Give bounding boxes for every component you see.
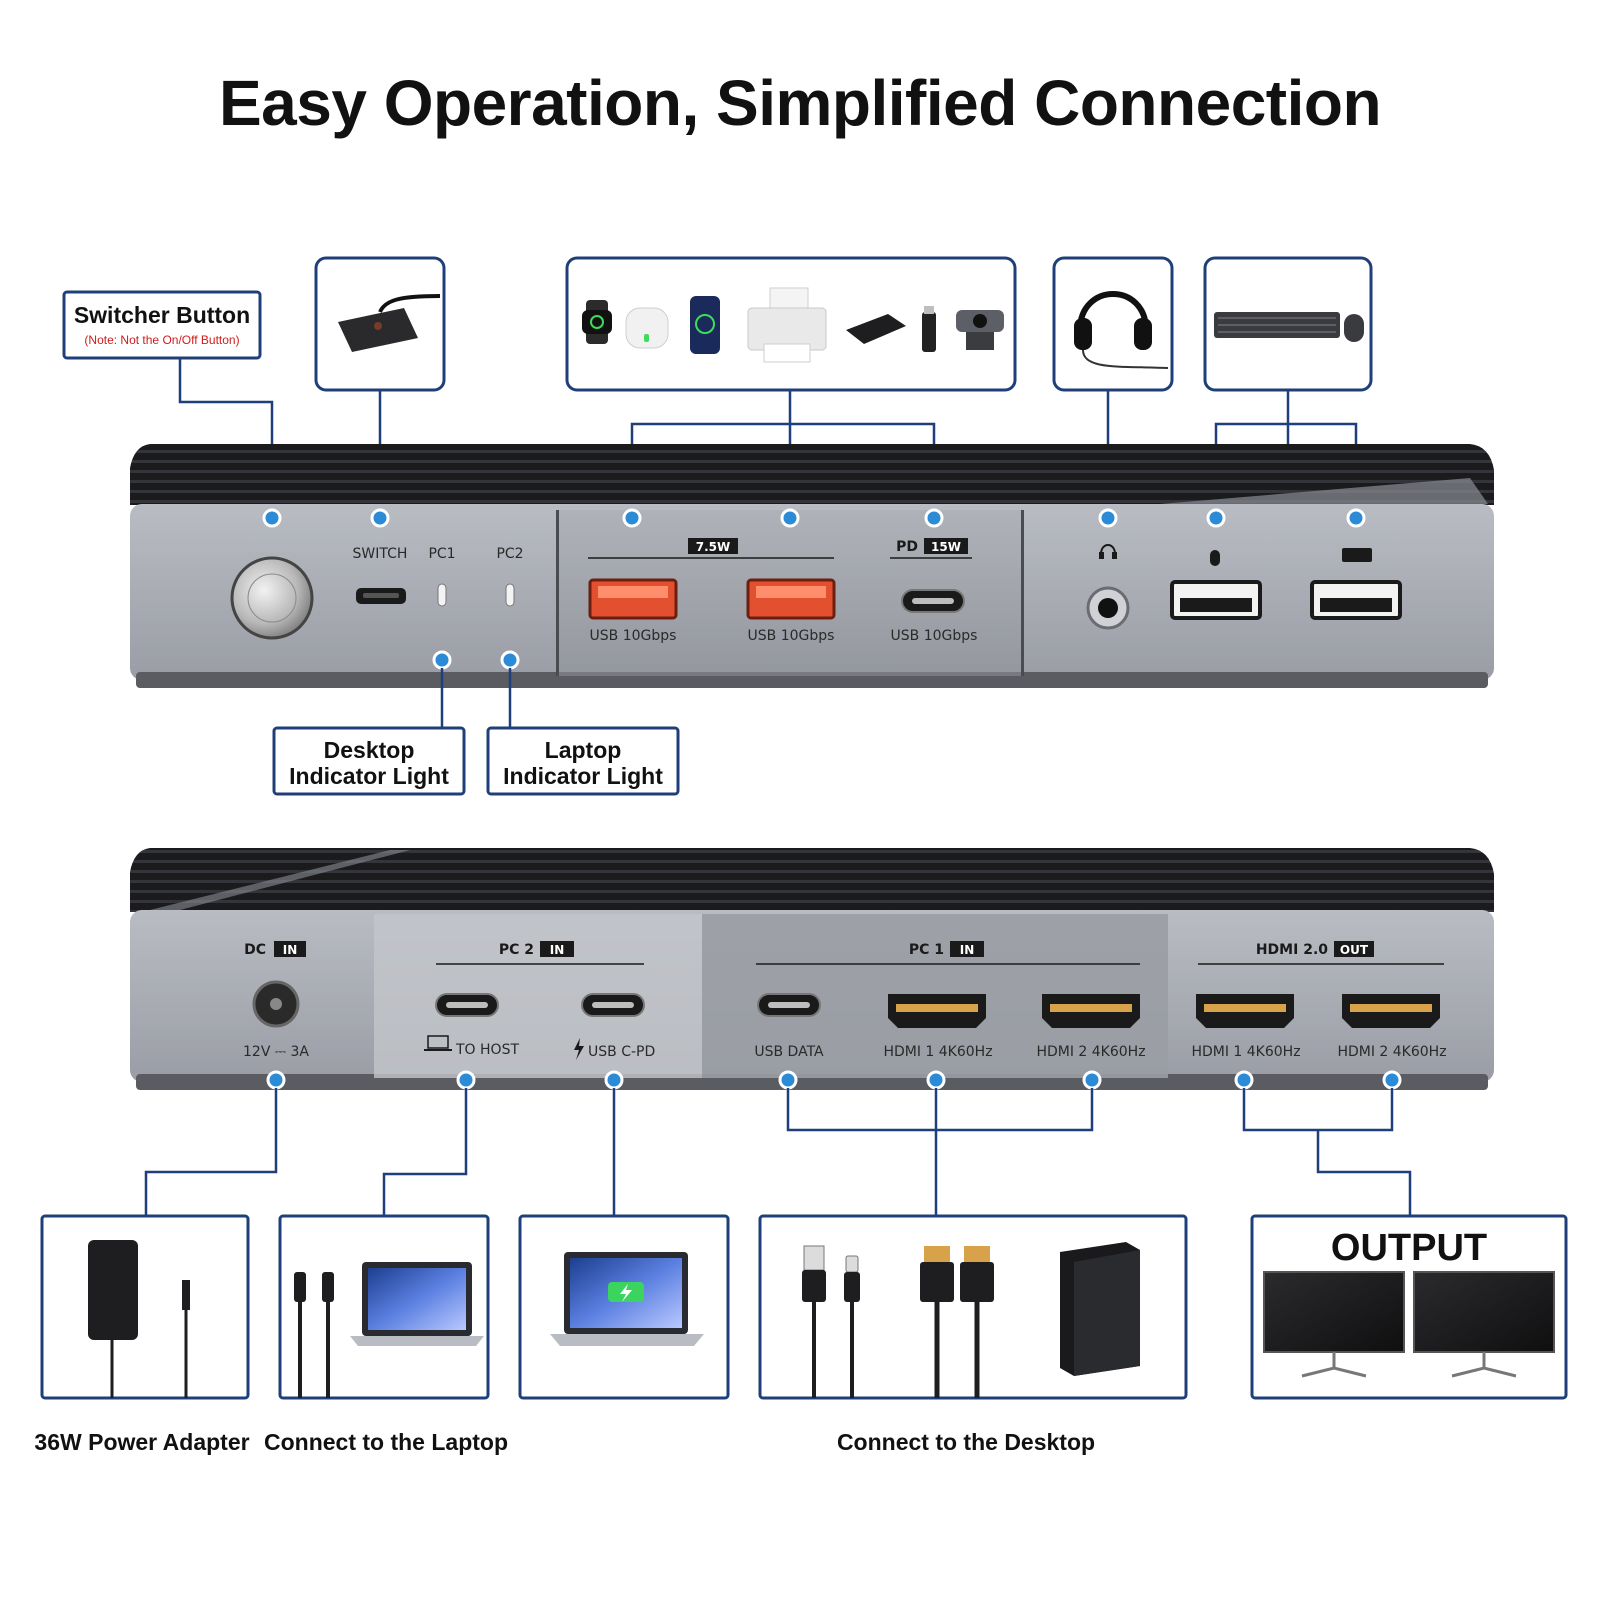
- rear-heatsink-top: [130, 848, 1494, 912]
- power-adapter-box: [40, 1214, 250, 1400]
- pc1-hdmi2-label: HDMI 2 4K60Hz: [1036, 1044, 1145, 1060]
- rear-device: DC IN 12V ⎓ 3A PC 2 IN TO HOST USB C-PD: [130, 848, 1494, 1090]
- smartwatch-icon: [582, 300, 612, 344]
- pd-power-badge: PD 15W: [890, 538, 972, 559]
- connect-desktop-caption: Connect to the Desktop: [837, 1429, 1095, 1455]
- usb-port-1-label: USB 10Gbps: [590, 628, 677, 644]
- wired-switch-callout: [314, 256, 446, 392]
- usb-devices-callout: [565, 256, 1017, 392]
- power-adapter-caption: 36W Power Adapter: [34, 1429, 249, 1455]
- usb-a-power-badge: 7.5W: [588, 538, 834, 559]
- phone-icon: [690, 296, 720, 354]
- dc-in-badge: IN: [283, 943, 298, 957]
- pc1-in-badge: IN: [960, 943, 975, 957]
- printer-icon: [747, 287, 827, 363]
- pc2-indicator-light: [505, 583, 515, 607]
- laptop-host-box: [278, 1214, 490, 1400]
- keyboard-port-icon: [1342, 548, 1372, 562]
- mouse-icon: [1344, 314, 1364, 342]
- output-box: OUTPUT: [1250, 1214, 1568, 1400]
- indicator-connectors: [440, 668, 512, 728]
- lightning-icon: [574, 1038, 584, 1060]
- keyboard-mouse-callout: [1203, 256, 1373, 392]
- front-device: SWITCH PC1 PC2 7.5W PD 15W USB 10Gb: [130, 444, 1494, 688]
- switcher-button-callout: Switcher Button (Note: Not the On/Off Bu…: [62, 290, 262, 360]
- dc-rating-label: 12V ⎓ 3A: [243, 1044, 309, 1060]
- desktop-light-line1: Desktop: [324, 737, 415, 763]
- desktop-light-line2: Indicator Light: [289, 763, 449, 789]
- laptop-charging-box: [518, 1214, 730, 1400]
- switcher-button[interactable]: [230, 556, 314, 640]
- pc2-indicator-label: PC2: [496, 546, 523, 562]
- pc1-hdmi1-label: HDMI 1 4K60Hz: [883, 1044, 992, 1060]
- usb-port-3-label: USB 10Gbps: [891, 628, 978, 644]
- laptop-light-line2: Indicator Light: [503, 763, 663, 789]
- usb-cpd-label: USB C-PD: [588, 1044, 655, 1060]
- earbuds-icon: [625, 307, 669, 349]
- charging-laptop-icon: [550, 1252, 704, 1346]
- output-label: OUTPUT: [1331, 1227, 1487, 1269]
- connect-laptop-caption: Connect to the Laptop: [264, 1429, 508, 1455]
- hdmi-out-group-label: HDMI 2.0: [1256, 942, 1328, 958]
- usb-port-2-label: USB 10Gbps: [748, 628, 835, 644]
- switcher-note: (Note: Not the On/Off Button): [84, 333, 239, 347]
- switch-port-label: SWITCH: [353, 546, 408, 562]
- laptop-indicator-callout: Laptop Indicator Light: [486, 726, 680, 796]
- out-hdmi2-label: HDMI 2 4K60Hz: [1337, 1044, 1446, 1060]
- bottom-connectors: [144, 1088, 1412, 1216]
- pc2-in-badge: IN: [550, 943, 565, 957]
- headphones-callout: [1052, 256, 1174, 392]
- pc1-group-label: PC 1: [909, 942, 944, 958]
- page-title: Easy Operation, Simplified Connection: [218, 67, 1382, 139]
- laptop-light-line1: Laptop: [545, 737, 622, 763]
- to-host-label: TO HOST: [455, 1042, 519, 1058]
- pc1-indicator-light: [437, 583, 447, 607]
- webcam-icon: [956, 310, 1004, 350]
- monitor-icon-1: [1263, 1271, 1405, 1378]
- usb-c-cables-icon: [294, 1272, 334, 1398]
- keyboard-icon: [1214, 312, 1340, 338]
- usb-a-port-2[interactable]: [746, 578, 836, 620]
- pc2-group-label: PC 2: [499, 942, 534, 958]
- usb-data-label: USB DATA: [754, 1044, 824, 1060]
- front-connection-dots: [262, 508, 1366, 670]
- desktop-indicator-callout: Desktop Indicator Light: [272, 726, 466, 796]
- rear-connection-dots: [266, 1070, 1402, 1090]
- usb-cables-icon: [802, 1245, 860, 1398]
- svg-text:7.5W: 7.5W: [696, 540, 731, 554]
- power-adapter-icon: [88, 1240, 190, 1398]
- dc-label: DC: [244, 942, 266, 958]
- pc1-indicator-label: PC1: [428, 546, 455, 562]
- mouse-port-icon: [1210, 550, 1220, 566]
- svg-text:PD: PD: [896, 539, 918, 555]
- desktop-tower-icon: [1060, 1242, 1140, 1376]
- front-heatsink-top: [130, 444, 1494, 505]
- audio-jack-icon: [1099, 544, 1117, 559]
- usb-flash-drive-icon: [922, 306, 936, 352]
- switcher-button-label: Switcher Button: [74, 302, 250, 328]
- svg-text:15W: 15W: [931, 540, 961, 554]
- external-drive-icon: [846, 314, 906, 344]
- headphones-icon: [1074, 291, 1169, 369]
- hdmi-cables-icon: [920, 1246, 994, 1398]
- desktop-box: [758, 1214, 1188, 1400]
- laptop-icon: [424, 1035, 452, 1051]
- monitor-icon-2: [1413, 1271, 1555, 1378]
- usb-a-port-1[interactable]: [588, 578, 678, 620]
- hdmi-out-badge: OUT: [1340, 943, 1369, 957]
- out-hdmi1-label: HDMI 1 4K60Hz: [1191, 1044, 1300, 1060]
- laptop-icon-large: [350, 1262, 484, 1346]
